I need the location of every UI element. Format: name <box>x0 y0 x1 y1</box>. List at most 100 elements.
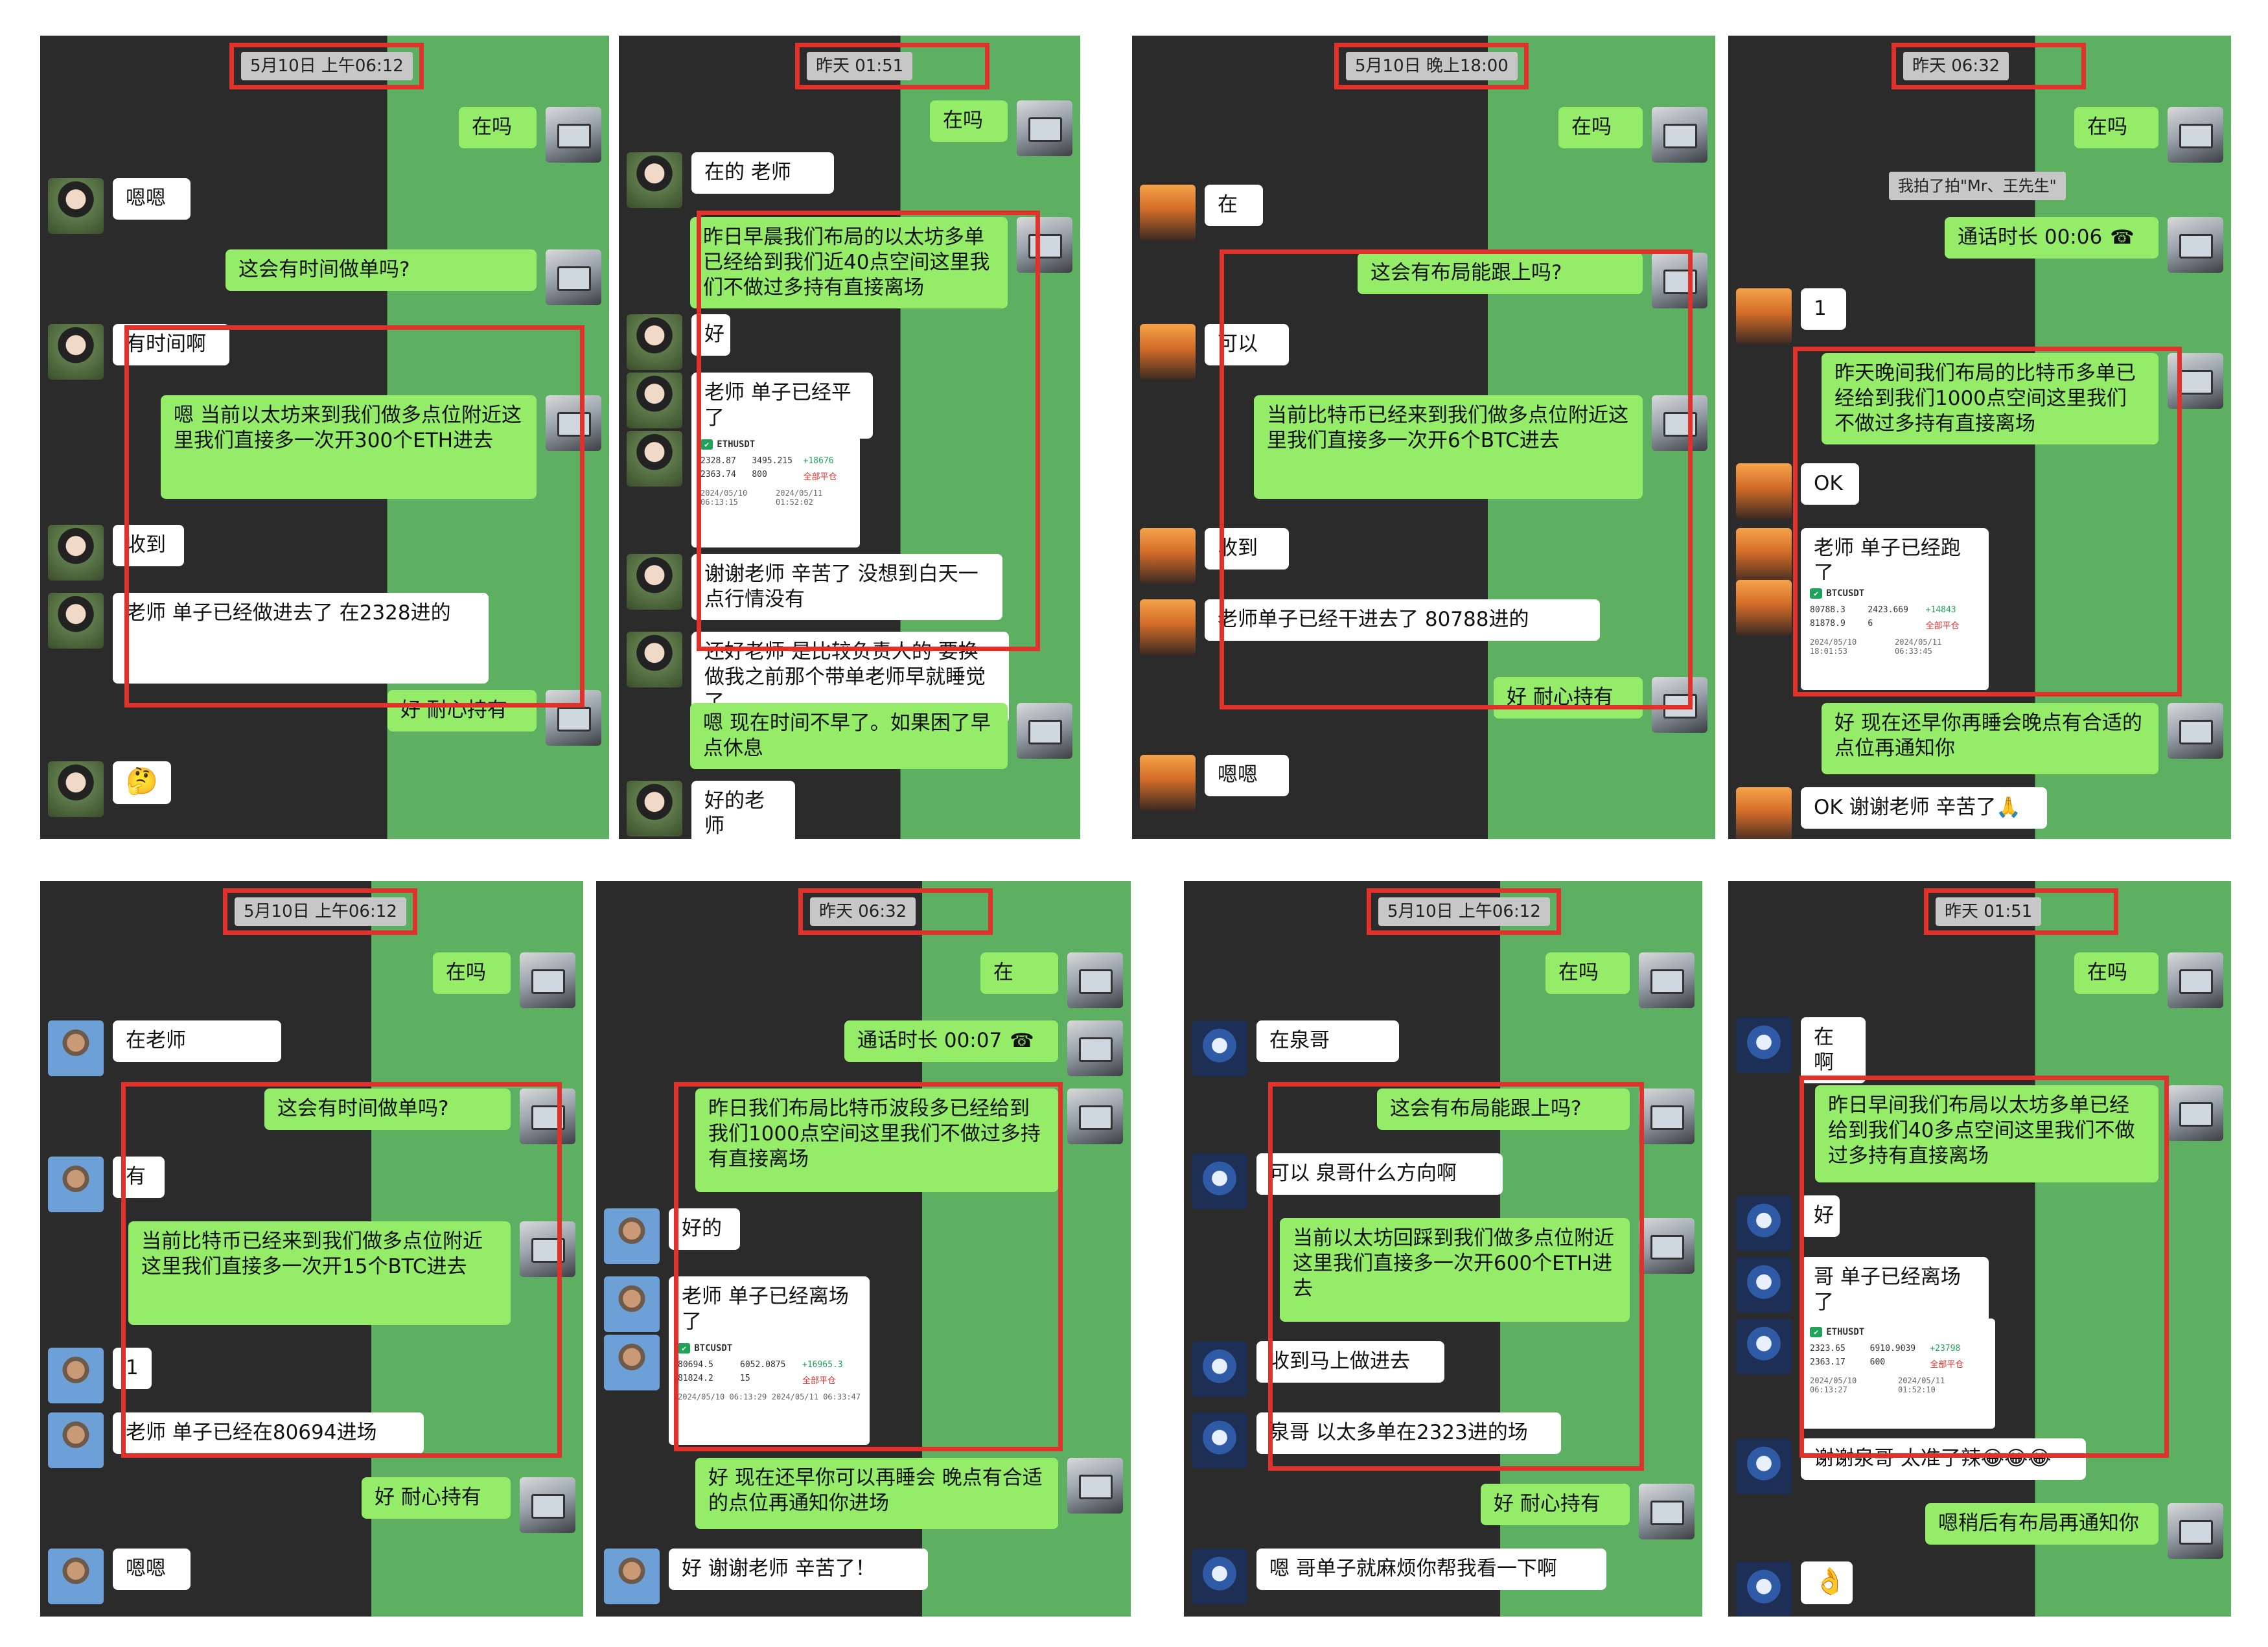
outgoing-message[interactable]: 这会有时间做单吗? <box>226 249 537 291</box>
contact-avatar[interactable] <box>48 1157 104 1212</box>
contact-avatar[interactable] <box>48 1020 104 1076</box>
contact-avatar[interactable] <box>48 593 104 649</box>
self-avatar[interactable] <box>1017 217 1072 273</box>
contact-avatar[interactable] <box>604 1549 660 1604</box>
self-avatar[interactable] <box>546 395 601 451</box>
self-avatar[interactable] <box>2168 1085 2223 1141</box>
contact-avatar[interactable] <box>1736 580 1792 636</box>
contact-avatar[interactable] <box>627 554 682 610</box>
self-avatar[interactable] <box>2168 217 2223 273</box>
self-avatar[interactable] <box>520 1477 575 1533</box>
outgoing-message[interactable]: 这会有布局能跟上吗? <box>1377 1088 1630 1130</box>
outgoing-message[interactable]: 昨天晚间我们布局的比特币多单已经给到我们1000点空间这里我们不做过多持有直接离… <box>1822 353 2158 444</box>
contact-avatar[interactable] <box>1736 1319 1792 1374</box>
contact-avatar[interactable] <box>1736 463 1792 519</box>
outgoing-message[interactable]: 好 耐心持有 <box>1481 1484 1630 1525</box>
self-avatar[interactable] <box>1652 395 1707 451</box>
self-avatar[interactable] <box>1639 1484 1695 1539</box>
self-avatar[interactable] <box>1639 1088 1695 1144</box>
self-avatar[interactable] <box>1639 1218 1695 1274</box>
contact-avatar[interactable] <box>1736 1561 1792 1617</box>
self-avatar[interactable] <box>1652 253 1707 308</box>
incoming-message[interactable]: 可以 泉哥什么方向啊 <box>1256 1153 1503 1195</box>
outgoing-message[interactable]: 在吗 <box>2074 952 2158 994</box>
self-avatar[interactable] <box>1652 107 1707 163</box>
contact-avatar[interactable] <box>627 373 682 428</box>
outgoing-message[interactable]: 嗯稍后有布局再通知你 <box>1925 1503 2158 1545</box>
outgoing-message[interactable]: 好 现在还早你再睡会晚点有合适的点位再通知你 <box>1822 703 2158 774</box>
self-avatar[interactable] <box>2168 353 2223 409</box>
contact-avatar[interactable] <box>627 314 682 370</box>
contact-avatar[interactable] <box>1736 1257 1792 1313</box>
contact-avatar[interactable] <box>48 1549 104 1604</box>
self-avatar[interactable] <box>1017 703 1072 759</box>
contact-avatar[interactable] <box>1140 755 1196 811</box>
outgoing-message[interactable]: 通话时长 00:07☎ <box>844 1020 1058 1062</box>
incoming-message[interactable]: 有时间啊 <box>113 324 229 365</box>
outgoing-message[interactable]: 昨日早间我们布局以太坊多单已经给到我们40多点空间这里我们不做过多持有直接离场 <box>1815 1085 2158 1182</box>
incoming-message[interactable]: 在啊 <box>1801 1017 1866 1083</box>
incoming-message[interactable]: 嗯嗯 <box>113 178 191 220</box>
contact-avatar[interactable] <box>1192 1549 1247 1604</box>
incoming-message[interactable]: 好的 <box>669 1208 740 1250</box>
self-avatar[interactable] <box>1639 952 1695 1008</box>
contact-avatar[interactable] <box>1192 1412 1247 1468</box>
outgoing-message[interactable]: 这会有时间做单吗? <box>264 1088 511 1130</box>
contact-avatar[interactable] <box>1736 1017 1792 1073</box>
incoming-message[interactable]: 嗯嗯 <box>1205 755 1289 796</box>
incoming-message[interactable]: 在 <box>1205 185 1263 226</box>
outgoing-message[interactable]: 通话时长 00:06☎ <box>1945 217 2158 259</box>
incoming-message[interactable]: 🤔 <box>113 761 171 804</box>
incoming-message[interactable]: 好的老师 <box>691 781 795 839</box>
contact-avatar[interactable] <box>1736 787 1792 839</box>
contact-avatar[interactable] <box>604 1276 660 1332</box>
contact-avatar[interactable] <box>627 431 682 487</box>
outgoing-message[interactable]: 昨日早晨我们布局的以太坊多单已经给到我们近40点空间这里我们不做过多持有直接离场 <box>690 217 1008 308</box>
outgoing-message[interactable]: 在 <box>980 952 1058 994</box>
outgoing-message[interactable]: 好 现在还早你可以再睡会 晚点有合适的点位再通知你进场 <box>695 1458 1058 1529</box>
incoming-message[interactable]: 可以 <box>1205 324 1289 365</box>
incoming-message[interactable]: 泉哥 以太多单在2323进的场 <box>1256 1412 1561 1454</box>
contact-avatar[interactable] <box>604 1208 660 1264</box>
contact-avatar[interactable] <box>1192 1341 1247 1397</box>
contact-avatar[interactable] <box>48 324 104 380</box>
outgoing-message[interactable]: 在吗 <box>459 107 537 148</box>
self-avatar[interactable] <box>1067 952 1123 1008</box>
contact-avatar[interactable] <box>1140 324 1196 380</box>
contact-avatar[interactable] <box>1736 1438 1792 1494</box>
contact-avatar[interactable] <box>48 1348 104 1403</box>
outgoing-message[interactable]: 在吗 <box>2074 107 2158 148</box>
contact-avatar[interactable] <box>1140 599 1196 655</box>
self-avatar[interactable] <box>2168 952 2223 1008</box>
contact-avatar[interactable] <box>1736 288 1792 344</box>
self-avatar[interactable] <box>1067 1020 1123 1076</box>
incoming-message[interactable]: 老师 单子已经在80694进场 <box>113 1412 424 1454</box>
incoming-message[interactable]: 老师 单子已经离场了 <box>669 1276 870 1342</box>
self-avatar[interactable] <box>1017 100 1072 156</box>
incoming-message[interactable]: 好 谢谢老师 辛苦了！ <box>669 1549 928 1590</box>
incoming-message[interactable]: 在泉哥 <box>1256 1020 1399 1062</box>
outgoing-message[interactable]: 好 耐心持有 <box>362 1477 511 1519</box>
outgoing-message[interactable]: 嗯 现在时间不早了。如果困了早点休息 <box>690 703 1008 769</box>
self-avatar[interactable] <box>1067 1088 1123 1144</box>
incoming-message[interactable]: 1 <box>1801 288 1846 330</box>
incoming-message[interactable]: 哥 单子已经离场了 <box>1801 1257 1989 1323</box>
self-avatar[interactable] <box>1067 1458 1123 1514</box>
outgoing-message[interactable]: 昨日我们布局比特币波段多已经给到我们1000点空间这里我们不做过多持有直接离场 <box>695 1088 1058 1192</box>
self-avatar[interactable] <box>546 690 601 746</box>
self-avatar[interactable] <box>2168 107 2223 163</box>
outgoing-message[interactable]: 在吗 <box>1545 952 1630 994</box>
incoming-message[interactable]: 1 <box>113 1348 152 1389</box>
contact-avatar[interactable] <box>1736 1195 1792 1251</box>
outgoing-message[interactable]: 在吗 <box>433 952 511 994</box>
contact-avatar[interactable] <box>48 1412 104 1468</box>
incoming-message[interactable]: 谢谢泉哥 太准了辣😂😂😂 <box>1801 1438 2086 1480</box>
self-avatar[interactable] <box>546 107 601 163</box>
contact-avatar[interactable] <box>627 781 682 836</box>
contact-avatar[interactable] <box>604 1335 660 1390</box>
outgoing-message[interactable]: 在吗 <box>930 100 1008 142</box>
